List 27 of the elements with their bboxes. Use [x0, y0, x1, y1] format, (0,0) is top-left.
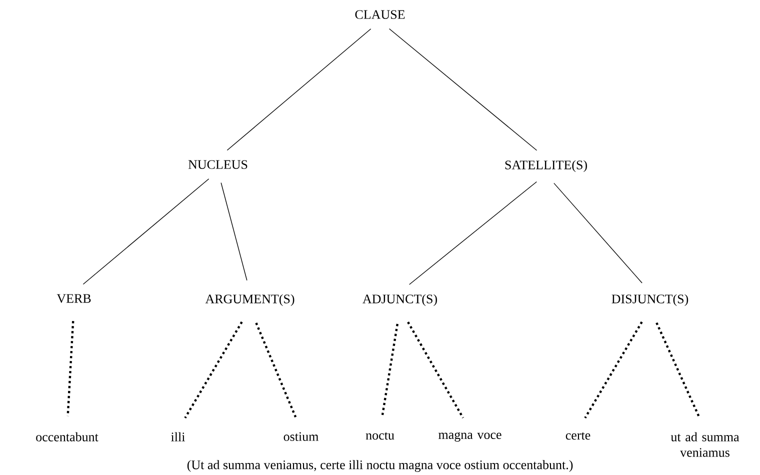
tree-label: ut ad summa veniamus — [670, 432, 740, 457]
tree-branch — [226, 28, 372, 151]
tree-branch — [554, 182, 642, 284]
tree-label: illi — [171, 432, 185, 442]
tree-label: ARGUMENT(S) — [205, 294, 294, 306]
caption: (Ut ad summa veniamus, certe illi noctu magna voce ostium occentabunt.) — [187, 460, 573, 472]
tree-label: ADJUNCT(S) — [362, 294, 437, 306]
tree-branch — [388, 28, 538, 151]
tree-label: occentabunt — [36, 432, 98, 442]
tree-branch — [184, 321, 243, 419]
tree-label: DISJUNCT(S) — [612, 294, 688, 306]
tree-label: VERB — [56, 294, 91, 303]
tree-label: certe — [566, 432, 590, 440]
tree-branch — [584, 321, 643, 418]
tree-branch — [408, 181, 538, 285]
tree-branch — [381, 324, 398, 416]
tree-label: magna voce — [438, 432, 502, 442]
tree-label: SATELLITE(S) — [505, 160, 587, 172]
tree-branch — [220, 182, 248, 281]
tree-label: NUCLEUS — [188, 160, 248, 169]
tree-label: CLAUSE — [355, 10, 405, 19]
tree-branch — [407, 322, 464, 418]
tree-branch — [255, 322, 297, 418]
tree-label: noctu — [366, 432, 394, 440]
tree-branch — [656, 322, 700, 418]
tree-branch — [82, 178, 210, 285]
tree-label: ostium — [284, 432, 318, 441]
